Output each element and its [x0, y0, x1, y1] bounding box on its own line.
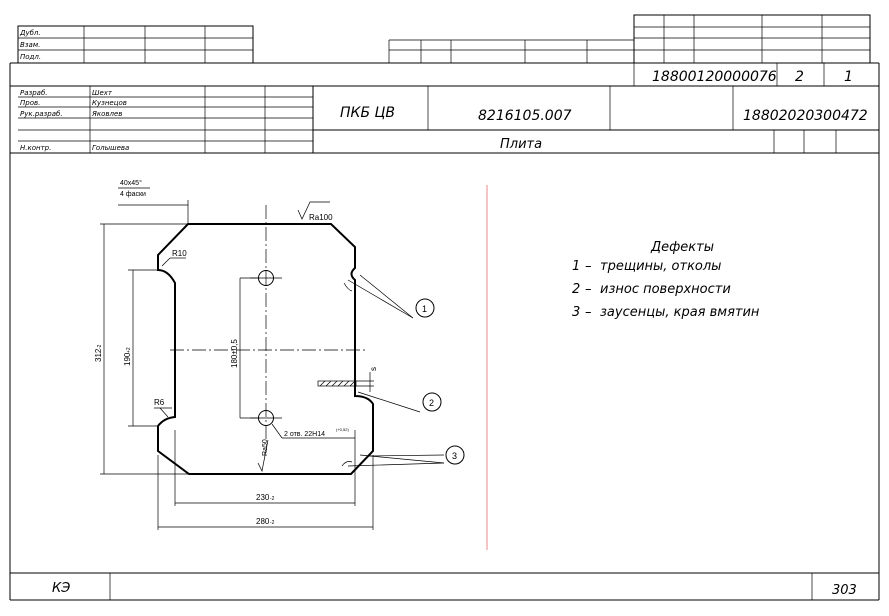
part-drawing [100, 187, 465, 530]
defect-1-dash: – [585, 259, 592, 274]
thickness-label: s [369, 367, 378, 371]
role-5: Н.контр. [20, 144, 51, 152]
title-block [9, 14, 880, 601]
callout-1: 1 [422, 304, 427, 314]
row-vzam: Взам. [20, 41, 40, 49]
dim-holes-spacing: 180±0,5 [230, 339, 239, 368]
defect-1-text: трещины, отколы [600, 259, 721, 274]
org-name: ПКБ ЦВ [340, 105, 395, 121]
radius-top: R10 [172, 249, 187, 258]
chamfer-count: 4 фаски [120, 191, 146, 198]
role-2: Пров. [20, 99, 40, 107]
holes-note: 2 отв. 22H14 [284, 431, 325, 438]
chamfer-size: 40x45° [120, 179, 142, 187]
role-3: Рук.разраб. [20, 110, 63, 118]
doc-number: 18802020300472 [743, 108, 868, 124]
footer-page: 303 [832, 583, 857, 598]
name-1: Шехт [92, 89, 113, 97]
defect-3-num: 3 [572, 305, 580, 320]
footer-left: КЭ [52, 581, 70, 596]
plate-outline [157, 223, 374, 475]
roughness-top: Ra100 [309, 213, 333, 222]
defect-2-num: 2 [572, 282, 580, 297]
sheet-number: 2 [795, 69, 804, 85]
part-title: Плита [500, 137, 542, 152]
defect-3-text: заусенцы, края вмятин [600, 305, 760, 320]
name-5: Голышева [92, 144, 129, 152]
roughness-bottom: Ra50 [262, 439, 269, 456]
dim-height-total: 312 [94, 348, 103, 362]
holes-tol: (+0,52) [336, 427, 349, 432]
doc-code: 18800120000076 [652, 69, 777, 85]
defect-2-text: износ поверхности [600, 282, 731, 297]
hole-top [258, 270, 274, 286]
dim-height-total-tol: -2 [97, 344, 103, 349]
dim-height-inner: 190 [123, 352, 132, 366]
dim-width-total: 280 [256, 517, 270, 526]
row-podl: Подл. [20, 53, 41, 61]
callout-3: 3 [452, 451, 457, 461]
row-dubl: Дубл. [19, 29, 41, 37]
dim-width-total-tol: -2 [270, 520, 275, 526]
defect-3-dash: – [585, 305, 592, 320]
part-number: 8216105.007 [478, 108, 572, 124]
name-2: Кузнецов [92, 99, 127, 107]
radius-bottom: R6 [154, 398, 165, 407]
defect-1-num: 1 [572, 259, 580, 274]
defect-2-dash: – [585, 282, 592, 297]
dim-width-inner: 230 [256, 493, 270, 502]
sheets-total: 1 [844, 69, 853, 85]
dim-height-inner-tol: +2 [126, 347, 132, 353]
dim-width-inner-tol: -2 [270, 496, 275, 502]
role-1: Разраб. [20, 89, 48, 97]
hole-bottom [258, 410, 274, 426]
defects-heading: Дефекты [650, 240, 714, 255]
name-3: Яковлев [91, 110, 122, 118]
callout-2: 2 [429, 398, 434, 408]
